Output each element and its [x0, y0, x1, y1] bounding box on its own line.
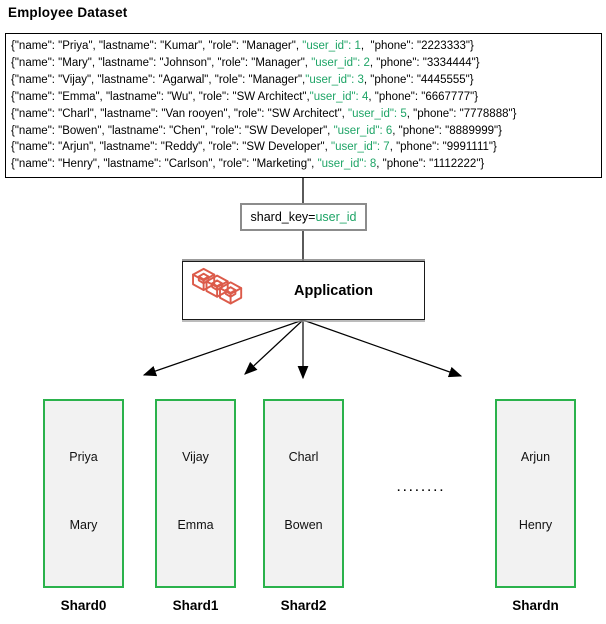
shard-label-shard0: Shard0	[60, 598, 107, 613]
record-phone: , "phone": "9991111"}	[389, 141, 497, 154]
application-label: Application	[294, 282, 373, 299]
shard-record-name: Emma	[177, 518, 214, 532]
record-phone: , "phone": "8889999"}	[392, 124, 502, 137]
record-phone: , "phone": "6667777"}	[368, 90, 479, 103]
shard-box-shard2: Charl Bowen	[263, 399, 344, 588]
shard-record-name: Arjun	[520, 450, 551, 464]
record-text: {"name": "Mary", "lastname": "Johnson", …	[11, 56, 312, 69]
shard-key-box: shard_key=user_id	[240, 203, 367, 231]
record-phone: , "phone": "3334444"}	[369, 56, 480, 69]
record-text: {"name": "Bowen", "lastname": "Chen", "r…	[11, 124, 334, 137]
shard-record-name: Bowen	[284, 518, 323, 532]
shard-record-name: Henry	[518, 518, 553, 532]
record-phone: , "phone": "7778888"}	[406, 107, 517, 120]
application-box: Application	[182, 261, 425, 320]
record-user-id: "user_id": 3	[305, 73, 364, 86]
shard-label-shardn: Shardn	[512, 598, 559, 613]
shard-record-name: Vijay	[182, 450, 209, 464]
page-title: Employee Dataset	[8, 5, 128, 20]
record-phone: , "phone": "1112222"}	[376, 158, 485, 171]
shard-box-shard0: Priya Mary	[43, 399, 124, 588]
shard-record-name: Mary	[69, 518, 98, 532]
record-user-id: "user_id": 8	[317, 158, 377, 171]
record-text: {"name": "Henry", "lastname": "Carlson",…	[11, 158, 318, 171]
shard-label-shard2: Shard2	[280, 598, 327, 613]
shard-key-value: user_id	[315, 210, 357, 224]
employee-record-row: {"name": "Arjun", "lastname": "Reddy", "…	[11, 139, 601, 156]
shard-record-name: Charl	[288, 450, 319, 464]
record-text: {"name": "Emma", "lastname": "Wu", "role…	[11, 90, 310, 103]
employee-record-row: {"name": "Vijay", "lastname": "Agarwal",…	[11, 72, 601, 89]
record-text: {"name": "Priya", "lastname": "Kumar", "…	[11, 40, 303, 52]
shard-label-shard1: Shard1	[172, 598, 219, 613]
cubes-icon	[192, 267, 243, 304]
record-user-id: "user_id": 5	[348, 107, 407, 120]
employee-record-row: {"name": "Bowen", "lastname": "Chen", "r…	[11, 123, 601, 140]
record-phone: , "phone": "4445555"}	[363, 73, 474, 86]
record-user-id: "user_id": 7	[331, 141, 390, 154]
ellipsis-dots: . . . . . . . .	[397, 482, 443, 494]
employee-record-row: {"name": "Henry", "lastname": "Carlson",…	[11, 156, 601, 173]
employee-records-box: {"name": "Priya", "lastname": "Kumar", "…	[5, 33, 602, 178]
employee-record-row: {"name": "Emma", "lastname": "Wu", "role…	[11, 89, 601, 106]
record-phone: , "phone": "2223333"}	[360, 40, 474, 52]
employee-record-row: {"name": "Priya", "lastname": "Kumar", "…	[11, 38, 601, 55]
shard-record-name: Priya	[69, 450, 98, 464]
record-user-id: "user_id": 4	[309, 90, 369, 103]
employee-record-row: {"name": "Charl", "lastname": "Van rooye…	[11, 106, 601, 123]
records-list: {"name": "Priya", "lastname": "Kumar", "…	[11, 38, 601, 173]
record-text: {"name": "Vijay", "lastname": "Agarwal",…	[11, 73, 306, 86]
shard-box-shard1: Vijay Emma	[155, 399, 236, 588]
record-user-id: "user_id": 1	[302, 40, 361, 52]
record-user-id: "user_id": 6	[333, 124, 393, 137]
shard-key-prefix: shard_key=	[250, 210, 316, 224]
record-text: {"name": "Charl", "lastname": "Van rooye…	[11, 107, 349, 120]
shard-box-shardn: Arjun Henry	[495, 399, 576, 588]
record-user-id: "user_id": 2	[311, 56, 370, 69]
employee-record-row: {"name": "Mary", "lastname": "Johnson", …	[11, 55, 601, 72]
record-text: {"name": "Arjun", "lastname": "Reddy", "…	[11, 141, 332, 154]
